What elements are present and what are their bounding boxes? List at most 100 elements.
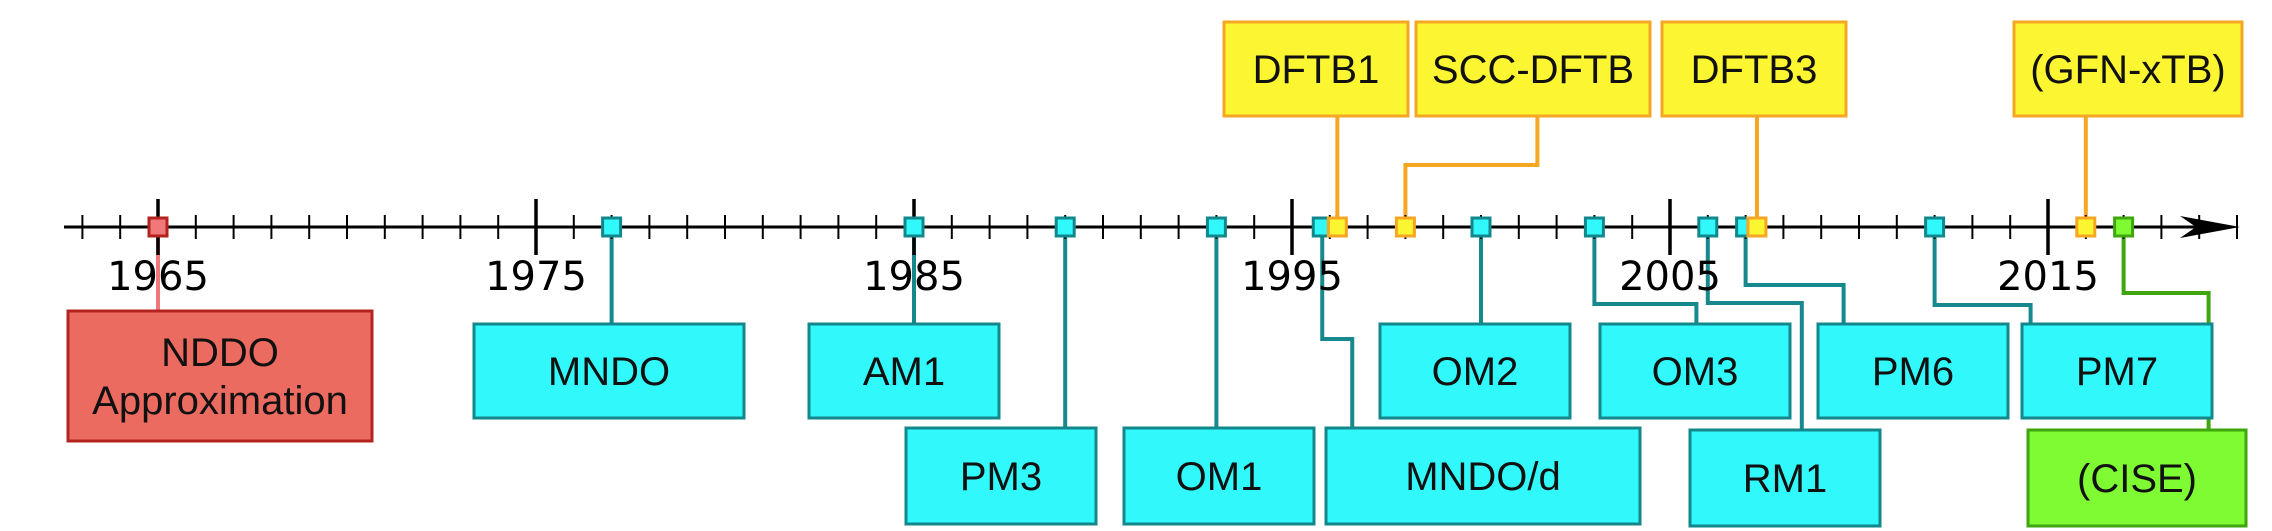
method-label-line: AM1 bbox=[863, 350, 945, 394]
method-label: MNDO/d bbox=[1405, 455, 1561, 499]
marker-layer bbox=[147, 216, 2135, 238]
marker-om3 bbox=[1583, 216, 1605, 238]
method-box-bg bbox=[1378, 322, 1572, 420]
method-label: OM2 bbox=[1432, 350, 1519, 394]
method-label-line: OM2 bbox=[1432, 350, 1519, 394]
method-label: DFTB3 bbox=[1691, 48, 1818, 92]
marker-gfn-xtb bbox=[2075, 216, 2097, 238]
method-label: PM6 bbox=[1872, 350, 1954, 394]
method-label-line: PM6 bbox=[1872, 350, 1954, 394]
method-label-line: DFTB1 bbox=[1253, 48, 1380, 92]
year-label: 1985 bbox=[863, 254, 965, 300]
year-label: 1995 bbox=[1241, 254, 1343, 300]
method-label-line: RM1 bbox=[1743, 457, 1827, 501]
method-box-am1: AM1 bbox=[807, 322, 1001, 420]
method-label: DFTB1 bbox=[1253, 48, 1380, 92]
year-label: 1975 bbox=[485, 254, 587, 300]
connector-rm1 bbox=[1705, 227, 1804, 430]
method-box-pm6: PM6 bbox=[1816, 322, 2010, 420]
method-label: PM3 bbox=[960, 455, 1042, 499]
method-box-bg bbox=[807, 322, 1001, 420]
method-box-pm3: PM3 bbox=[904, 426, 1098, 526]
method-box-bg bbox=[1688, 428, 1882, 528]
marker-cise bbox=[2113, 216, 2135, 238]
method-label-line: DFTB3 bbox=[1691, 48, 1818, 92]
method-label: (CISE) bbox=[2077, 457, 2197, 501]
method-box-cise: (CISE) bbox=[2026, 428, 2248, 528]
method-label-line: PM3 bbox=[960, 455, 1042, 499]
marker-mndo bbox=[601, 216, 623, 238]
marker-am1 bbox=[903, 216, 925, 238]
method-label-line: (GFN-xTB) bbox=[2030, 48, 2226, 92]
arrow-head-icon bbox=[2180, 216, 2240, 238]
marker-dftb3 bbox=[1746, 216, 1768, 238]
method-box-bg bbox=[1324, 426, 1642, 526]
connector-layer bbox=[156, 116, 2211, 430]
year-label: 2015 bbox=[1997, 254, 2099, 300]
method-box-dftb1: DFTB1 bbox=[1222, 20, 1410, 118]
connector-pm7 bbox=[1932, 227, 2033, 324]
method-box-mndo-d: MNDO/d bbox=[1324, 426, 1642, 526]
marker-om2 bbox=[1470, 216, 1492, 238]
connector-mndo-d bbox=[1320, 227, 1355, 427]
method-box-pm7: PM7 bbox=[2020, 322, 2214, 420]
marker-nddo-approximation bbox=[147, 216, 169, 238]
year-label: 1965 bbox=[107, 254, 209, 300]
connector-scc-dftb bbox=[1403, 116, 1540, 227]
method-label: SCC-DFTB bbox=[1432, 48, 1634, 92]
method-box-bg bbox=[1414, 20, 1652, 118]
connector-om3 bbox=[1592, 227, 1699, 324]
method-box-bg bbox=[66, 309, 374, 443]
method-box-dftb3: DFTB3 bbox=[1660, 20, 1848, 118]
method-box-bg bbox=[1660, 20, 1848, 118]
method-label-line: MNDO bbox=[548, 350, 670, 394]
method-label-line: NDDO bbox=[161, 331, 279, 375]
tick-layer bbox=[81, 199, 2238, 255]
method-label-line: PM7 bbox=[2076, 350, 2158, 394]
method-label-line: OM3 bbox=[1652, 350, 1739, 394]
method-box-bg bbox=[1816, 322, 2010, 420]
method-label: MNDO bbox=[548, 350, 670, 394]
method-box-scc-dftb: SCC-DFTB bbox=[1414, 20, 1652, 118]
method-label: PM7 bbox=[2076, 350, 2158, 394]
marker-dftb1 bbox=[1326, 216, 1348, 238]
method-label: AM1 bbox=[863, 350, 945, 394]
method-box-bg bbox=[2020, 322, 2214, 420]
method-box-om2: OM2 bbox=[1378, 322, 1572, 420]
marker-scc-dftb bbox=[1394, 216, 1416, 238]
method-label: RM1 bbox=[1743, 457, 1827, 501]
connector-pm6 bbox=[1743, 227, 1846, 324]
method-box-bg bbox=[2012, 20, 2244, 118]
method-label-line: Approximation bbox=[92, 379, 348, 423]
method-label: OM3 bbox=[1652, 350, 1739, 394]
method-box-rm1: RM1 bbox=[1688, 428, 1882, 528]
method-box-bg bbox=[1122, 426, 1316, 526]
method-box-bg bbox=[1222, 20, 1410, 118]
method-box-om1: OM1 bbox=[1122, 426, 1316, 526]
year-label-layer: 1965 1975 1985 1995 2005 2015 bbox=[107, 254, 2099, 300]
marker-pm3 bbox=[1054, 216, 1076, 238]
method-box-mndo: MNDO bbox=[472, 322, 746, 420]
timeline-axis bbox=[64, 216, 2240, 238]
method-label-line: OM1 bbox=[1176, 455, 1263, 499]
marker-pm7 bbox=[1924, 216, 1946, 238]
method-box-om3: OM3 bbox=[1598, 322, 1792, 420]
year-label: 2005 bbox=[1619, 254, 1721, 300]
method-label-line: SCC-DFTB bbox=[1432, 48, 1634, 92]
method-box-bg bbox=[2026, 428, 2248, 528]
method-box-bg bbox=[1598, 322, 1792, 420]
marker-om1 bbox=[1205, 216, 1227, 238]
method-box-bg bbox=[904, 426, 1098, 526]
method-box-gfn-xtb: (GFN-xTB) bbox=[2012, 20, 2244, 118]
method-label-line: MNDO/d bbox=[1405, 455, 1561, 499]
method-label: (GFN-xTB) bbox=[2030, 48, 2226, 92]
marker-rm1 bbox=[1697, 216, 1719, 238]
method-box-bg bbox=[472, 322, 746, 420]
method-label: OM1 bbox=[1176, 455, 1263, 499]
method-label-line: (CISE) bbox=[2077, 457, 2197, 501]
